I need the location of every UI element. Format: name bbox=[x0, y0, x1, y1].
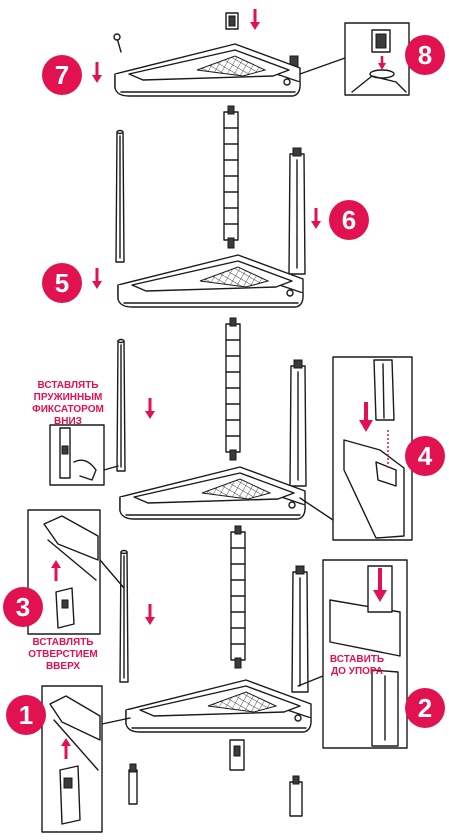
arrow-down-icon bbox=[90, 60, 104, 85]
foot-part-center bbox=[229, 739, 245, 771]
step-number: 8 bbox=[418, 40, 432, 70]
pole-right-2 bbox=[288, 147, 306, 275]
step-badge-2: 2 bbox=[405, 688, 445, 728]
pole-center-3 bbox=[225, 317, 241, 461]
step-number: 6 bbox=[342, 205, 356, 235]
note-line: ВСТАВЛЯТЬ bbox=[38, 380, 99, 391]
arrow-down-icon bbox=[309, 206, 323, 231]
top-cap-part bbox=[225, 12, 239, 30]
pole-right-4 bbox=[291, 565, 309, 693]
pole-right-3 bbox=[289, 359, 307, 487]
note-step-3: ВСТАВЛЯТЬ ОТВЕРСТИЕМ ВВЕРХ bbox=[28, 637, 97, 672]
callout-step-3 bbox=[27, 509, 125, 635]
step-badge-1: 1 bbox=[6, 695, 46, 735]
note-line: ВВЕРХ bbox=[46, 661, 80, 672]
callout-step-1 bbox=[41, 685, 131, 833]
step-number: 1 bbox=[19, 700, 33, 730]
note-line: ВСТАВИТЬ bbox=[330, 654, 384, 665]
pole-left-2 bbox=[115, 129, 125, 263]
step-badge-4: 4 bbox=[405, 436, 445, 476]
step-badge-3: 3 bbox=[3, 587, 43, 627]
shelf-top bbox=[114, 43, 301, 97]
spring-clip-inset bbox=[49, 424, 119, 486]
foot-part-right bbox=[289, 775, 303, 817]
step-number: 3 bbox=[16, 592, 30, 622]
step-number: 5 bbox=[55, 268, 69, 298]
pole-left-3 bbox=[116, 338, 126, 472]
step-number: 4 bbox=[418, 441, 433, 471]
screw-part bbox=[113, 33, 122, 53]
note-step-2: ВСТАВИТЬ ДО УПОРА bbox=[330, 654, 384, 677]
arrow-down-icon bbox=[90, 266, 104, 291]
foot-part-left bbox=[128, 763, 138, 805]
callout-step-4 bbox=[299, 356, 413, 541]
step-number: 2 bbox=[418, 693, 432, 723]
callout-step-8 bbox=[299, 22, 410, 96]
note-line: ФИКСАТОРОМ bbox=[32, 404, 104, 415]
arrow-down-icon bbox=[143, 602, 157, 627]
note-line: ВНИЗ bbox=[54, 416, 82, 427]
arrow-down-icon bbox=[143, 396, 157, 421]
pole-center-2 bbox=[223, 105, 239, 249]
step-badge-5: 5 bbox=[42, 263, 82, 303]
callout-step-2 bbox=[297, 559, 408, 749]
pole-left-4 bbox=[119, 549, 129, 683]
note-line: ВСТАВЛЯТЬ bbox=[33, 637, 94, 648]
arrow-down-icon bbox=[248, 7, 262, 32]
step-badge-7: 7 bbox=[42, 55, 82, 95]
pole-center-4 bbox=[230, 525, 246, 669]
shelf-bottom bbox=[125, 679, 312, 733]
step-badge-8: 8 bbox=[405, 35, 445, 75]
note-step-4: ВСТАВЛЯТЬ ПРУЖИННЫМ ФИКСАТОРОМ ВНИЗ bbox=[32, 380, 104, 427]
shelf-level-3 bbox=[119, 466, 306, 520]
note-line: ДО УПОРА bbox=[331, 666, 383, 677]
note-line: ПРУЖИННЫМ bbox=[34, 392, 103, 403]
step-badge-6: 6 bbox=[329, 200, 369, 240]
shelf-level-2 bbox=[117, 254, 304, 308]
step-number: 7 bbox=[55, 60, 69, 90]
note-line: ОТВЕРСТИЕМ bbox=[28, 649, 97, 660]
